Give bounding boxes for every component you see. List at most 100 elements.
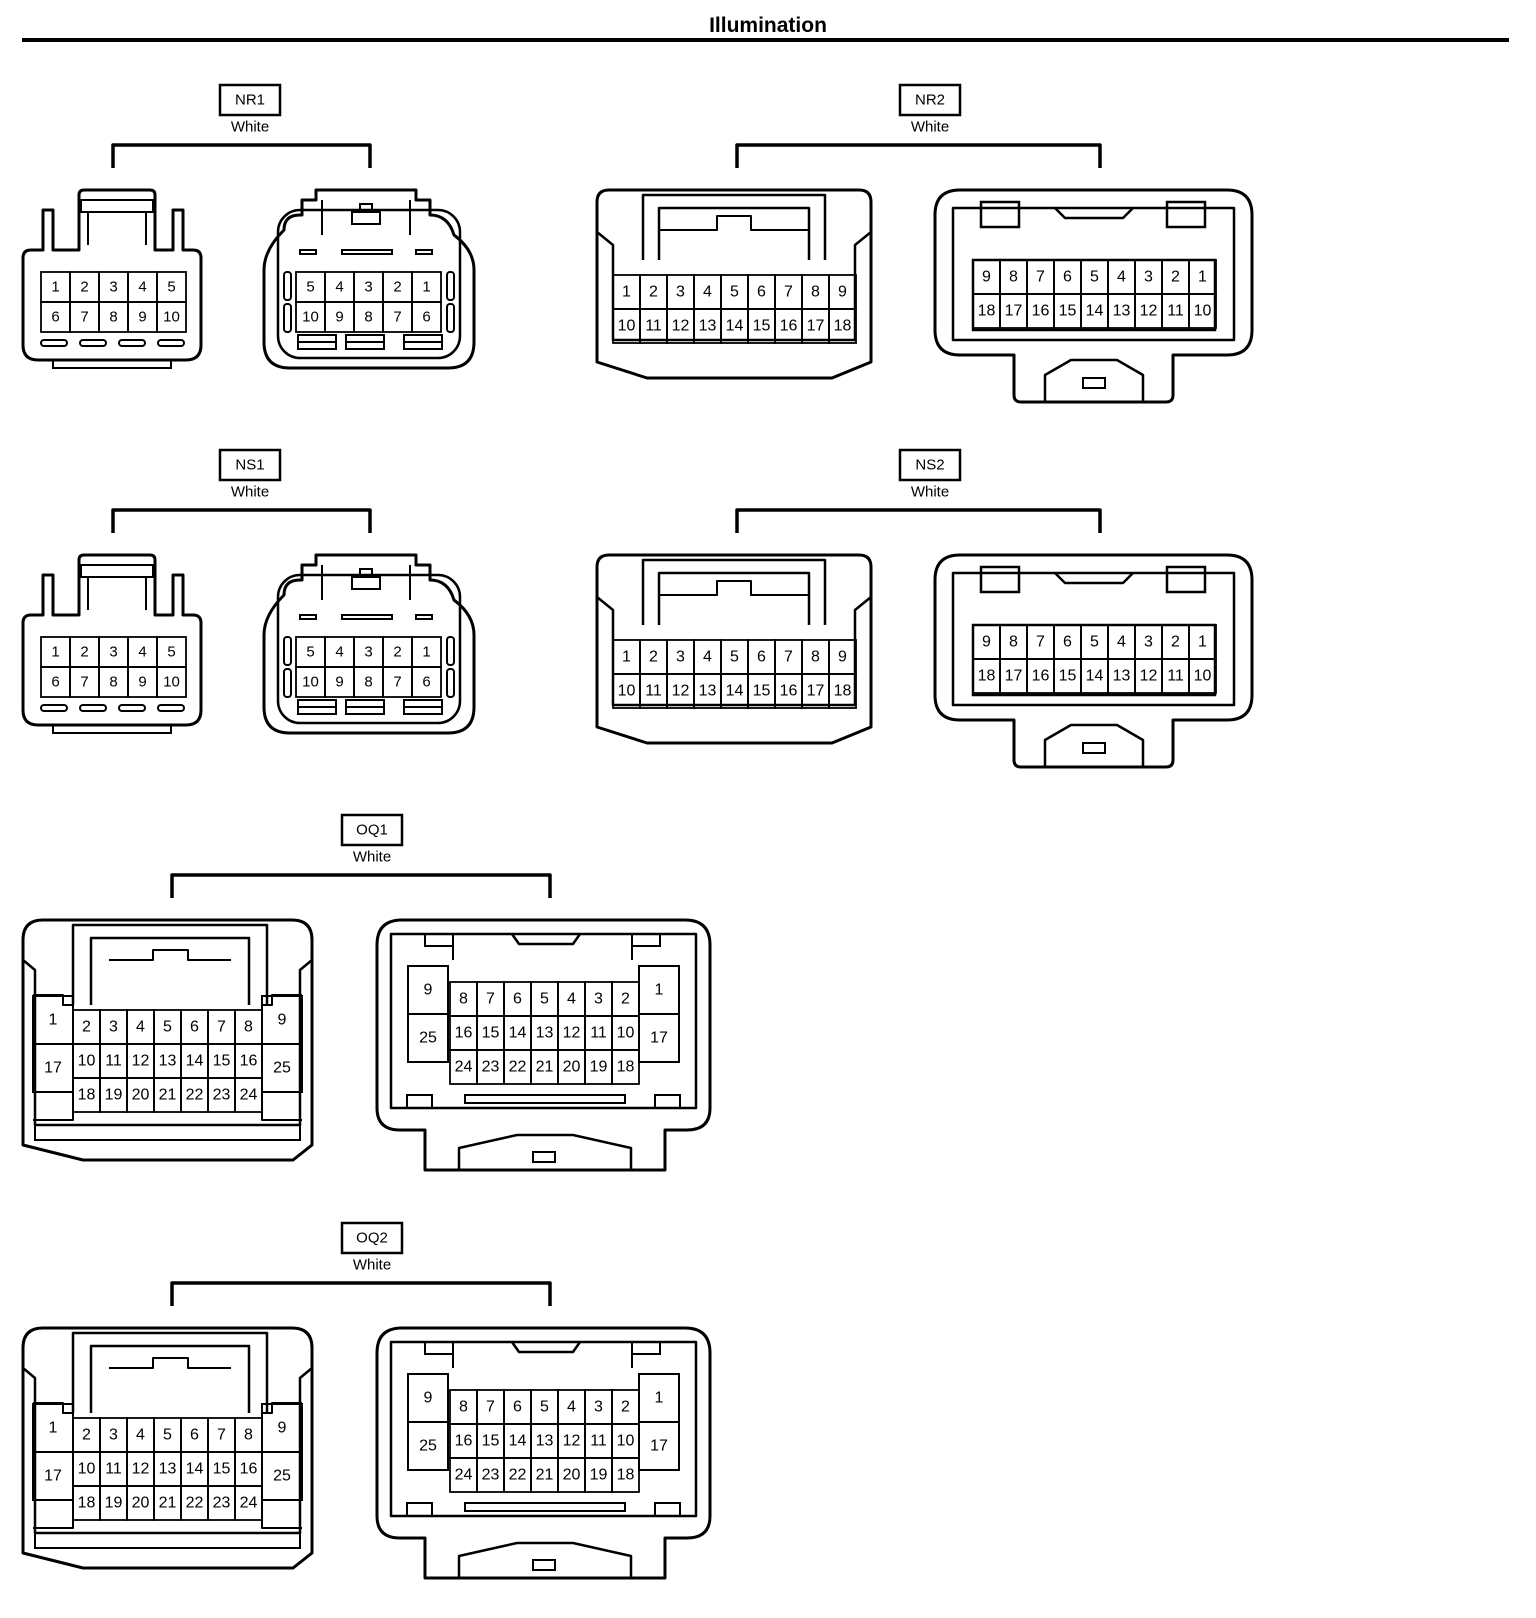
pin-number: 6 [757, 284, 766, 301]
pin-cell [828, 308, 857, 344]
connector-inner-wall [389, 1340, 698, 1518]
connector-window [979, 565, 1021, 594]
pin-number: 3 [364, 279, 372, 296]
pin-cell [407, 1421, 449, 1471]
pin-number: 5 [163, 1427, 172, 1444]
wire-color-label: White [231, 119, 269, 136]
pin-number: 18 [978, 303, 996, 320]
connector-label-box [898, 83, 962, 117]
connector-latch-arm [71, 923, 269, 1005]
pin-number: 1 [655, 1390, 664, 1407]
connector-key [283, 303, 292, 333]
pin-number: 10 [1194, 668, 1212, 685]
pin-number: 3 [364, 644, 372, 661]
pin-number: 1 [1198, 269, 1207, 286]
pin-number: 6 [513, 1399, 522, 1416]
pin-number: 7 [217, 1427, 226, 1444]
connector-label-box [340, 813, 404, 847]
pin-number: 17 [1005, 668, 1023, 685]
connector-label-box [218, 83, 282, 117]
pin-number: 10 [78, 1053, 96, 1070]
pin-number: 15 [1059, 303, 1077, 320]
pin-number: 3 [676, 284, 685, 301]
pin-number: 4 [567, 991, 576, 1008]
pin-number: 23 [482, 1059, 500, 1076]
pin-number: 5 [1090, 634, 1099, 651]
pin-number: 25 [419, 1438, 437, 1455]
pin-number: 9 [838, 649, 847, 666]
pin-number: 6 [1063, 634, 1072, 651]
connector-rib [79, 704, 107, 712]
connector-latch [510, 933, 582, 946]
connector-bracket [170, 1281, 552, 1306]
pin-number: 22 [186, 1087, 204, 1104]
connector-housing [262, 188, 476, 370]
connector-window [1165, 565, 1207, 594]
connector-latch [351, 576, 381, 590]
pin-number: 15 [213, 1461, 231, 1478]
pin-number: 10 [617, 1433, 635, 1450]
pin-cell [1188, 658, 1217, 694]
pin-number: 11 [1167, 303, 1184, 320]
pin-number: 8 [364, 309, 372, 326]
pin-number: 20 [132, 1087, 150, 1104]
connector-latch [659, 580, 809, 596]
pin-number: 9 [982, 634, 991, 651]
pin-number: 1 [49, 1012, 58, 1029]
pin-number: 9 [424, 1390, 433, 1407]
pin-cell [411, 666, 442, 698]
connector-latch [80, 564, 154, 578]
pin-number: 4 [138, 644, 146, 661]
connector-key [446, 303, 455, 333]
pin-number: 3 [594, 991, 603, 1008]
pin-number: 25 [273, 1468, 291, 1485]
pin-number: 6 [422, 674, 430, 691]
pin-number: 17 [650, 1438, 668, 1455]
pin-number: 11 [1167, 668, 1184, 685]
connector-rib [415, 614, 433, 620]
pin-number: 4 [136, 1019, 145, 1036]
pin-number: 5 [1090, 269, 1099, 286]
pin-number: 2 [621, 991, 630, 1008]
pin-number: 2 [80, 644, 88, 661]
pin-number: 19 [105, 1495, 123, 1512]
pin-number: 13 [1113, 303, 1131, 320]
connector-rib [40, 704, 68, 712]
connector-latch [1054, 207, 1134, 220]
pin-number: 22 [186, 1495, 204, 1512]
connector-label: NS2 [915, 457, 944, 474]
connector-bracket [111, 508, 372, 533]
pin-number: 8 [1009, 269, 1018, 286]
pin-number: 13 [536, 1025, 554, 1042]
pin-number: 2 [393, 644, 401, 661]
pin-number: 11 [590, 1433, 607, 1450]
connector-housing [595, 553, 873, 745]
connector-rib [341, 249, 393, 255]
pin-number: 17 [807, 683, 825, 700]
connector-window [424, 933, 454, 947]
pin-number: 24 [240, 1495, 258, 1512]
connector-rib [157, 339, 185, 347]
pin-number: 5 [306, 644, 314, 661]
connector-housing [595, 188, 873, 380]
pin-number: 6 [757, 649, 766, 666]
pin-number: 3 [1144, 269, 1153, 286]
pin-number: 15 [482, 1025, 500, 1042]
connector-rib [415, 249, 433, 255]
pin-number: 16 [1032, 303, 1050, 320]
pin-cell [156, 301, 187, 333]
connector-bracket [170, 873, 552, 898]
pin-number: 8 [459, 1399, 468, 1416]
pin-number: 1 [51, 644, 59, 661]
connector-label-box [218, 448, 282, 482]
pin-number: 8 [1009, 634, 1018, 651]
